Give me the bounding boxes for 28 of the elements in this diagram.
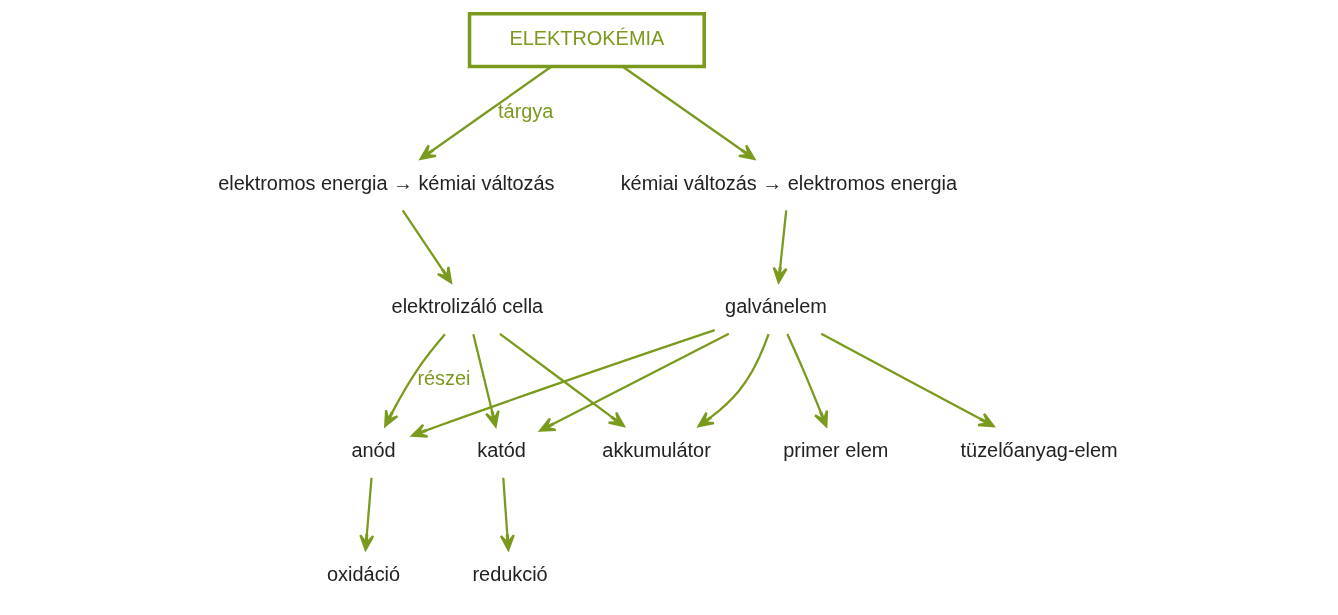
arrow <box>359 477 375 551</box>
arrow <box>539 332 730 432</box>
node-text: kémiai változás → elektromos energia <box>620 171 957 194</box>
arrow <box>621 65 756 160</box>
node-box: ELEKTROKÉMIA <box>467 12 706 69</box>
node-text: tüzelőanyag-elem <box>960 439 1118 462</box>
edge-label: részei <box>417 367 471 390</box>
arrow <box>499 332 625 428</box>
edge-label: tárgya <box>498 99 554 122</box>
node-text: elektrolizáló cella <box>391 295 544 318</box>
node-text: oxidáció <box>327 562 401 585</box>
arrow <box>401 209 453 284</box>
node-text: akkumulátor <box>602 439 711 462</box>
arrow <box>384 333 446 428</box>
node-text: anód <box>351 439 396 462</box>
node-text: primer elem <box>783 439 889 462</box>
arrow <box>786 333 829 428</box>
node-text: galvánelem <box>725 295 827 318</box>
node-text: redukció <box>472 562 548 585</box>
arrow <box>419 65 553 160</box>
arrow <box>697 333 770 428</box>
arrow <box>472 333 500 428</box>
arrow <box>772 210 788 284</box>
arrow <box>410 329 716 438</box>
arrow <box>499 477 515 551</box>
node-text: katód <box>477 439 526 462</box>
arrow <box>820 332 995 428</box>
node-text: elektromos energia → kémiai változás <box>218 171 555 194</box>
